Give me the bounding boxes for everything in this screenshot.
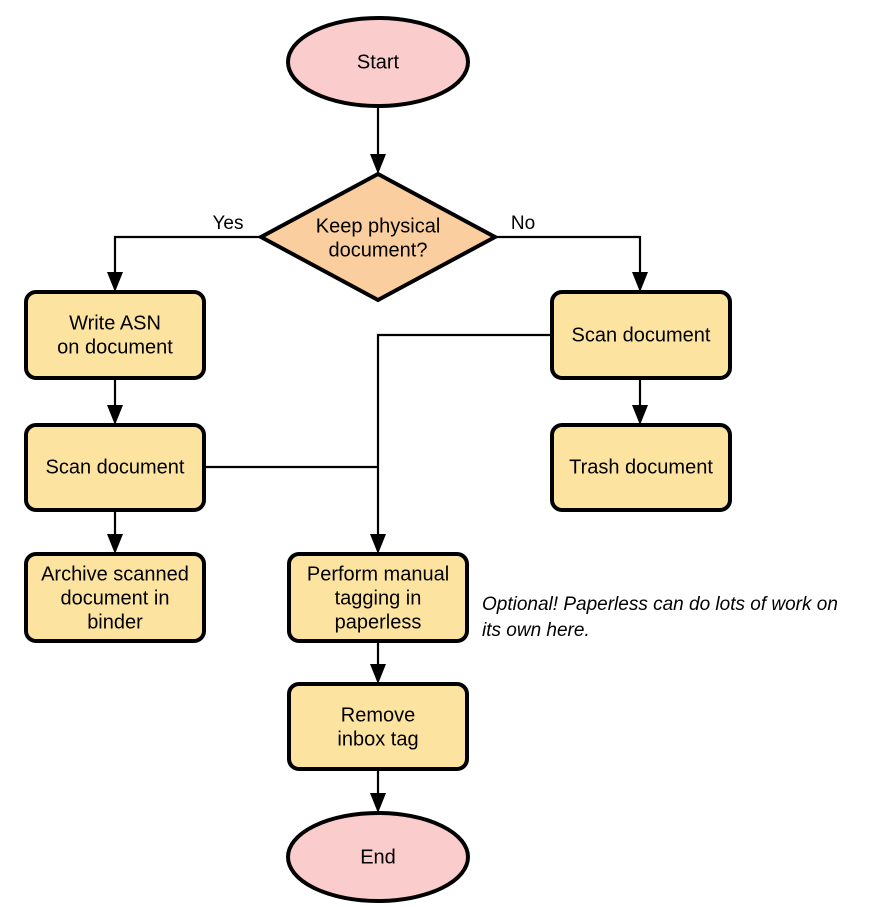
- node-trash-document-label: Trash document: [569, 456, 713, 478]
- edge-scanright-to-trash: [632, 378, 648, 425]
- node-tagging-label-line3: paperless: [335, 611, 422, 633]
- node-scan-document-left[interactable]: Scan document: [24, 423, 206, 512]
- node-archive-scanned-document[interactable]: Archive scanned document in binder: [24, 552, 206, 643]
- note-line1: Optional! Paperless can do lots of work …: [482, 594, 838, 615]
- node-remove-inbox-tag[interactable]: Remove inbox tag: [287, 682, 469, 771]
- node-scan-document-right-label: Scan document: [572, 324, 711, 346]
- node-archive-label-line3: binder: [87, 611, 143, 633]
- node-scan-document-right[interactable]: Scan document: [550, 290, 732, 380]
- node-archive-label-line2: document in: [61, 587, 170, 609]
- note-line2: its own here.: [482, 620, 590, 641]
- node-archive-label-line1: Archive scanned: [41, 563, 189, 585]
- node-decision-keep-physical-document[interactable]: Keep physical document?: [256, 171, 500, 303]
- edge-label-yes: Yes: [213, 213, 244, 234]
- edge-start-to-decision: [370, 106, 386, 174]
- node-perform-manual-tagging[interactable]: Perform manual tagging in paperless: [287, 552, 469, 643]
- edge-removeinbox-to-end: [370, 769, 386, 813]
- node-scan-document-left-label: Scan document: [46, 456, 185, 478]
- node-write-asn-on-document[interactable]: Write ASN on document: [24, 290, 206, 380]
- node-decision-label-line1: Keep physical: [316, 215, 441, 237]
- node-remove-inbox-label-line2: inbox tag: [337, 728, 418, 750]
- edge-scanright-to-tagging: [370, 333, 552, 554]
- note-optional-paperless: Optional! Paperless can do lots of work …: [482, 594, 838, 641]
- node-tagging-label-line2: tagging in: [335, 587, 422, 609]
- node-decision-label-line2: document?: [329, 239, 428, 261]
- edge-label-no: No: [511, 213, 535, 234]
- node-trash-document[interactable]: Trash document: [550, 423, 732, 512]
- node-end-label: End: [360, 846, 396, 868]
- node-end[interactable]: End: [286, 811, 470, 903]
- edge-decision-no: [495, 235, 648, 292]
- node-tagging-label-line1: Perform manual: [307, 563, 449, 585]
- node-write-asn-label-line2: on document: [57, 336, 173, 358]
- node-write-asn-label-line1: Write ASN: [69, 312, 161, 334]
- node-start[interactable]: Start: [286, 16, 470, 108]
- edge-decision-yes: [107, 235, 261, 292]
- edge-tagging-to-removeinbox: [370, 641, 386, 684]
- node-start-label: Start: [357, 51, 400, 73]
- node-remove-inbox-label-line1: Remove: [341, 704, 415, 726]
- edge-writeasn-to-scanleft: [107, 378, 123, 425]
- edge-scanleft-to-archive: [107, 510, 123, 554]
